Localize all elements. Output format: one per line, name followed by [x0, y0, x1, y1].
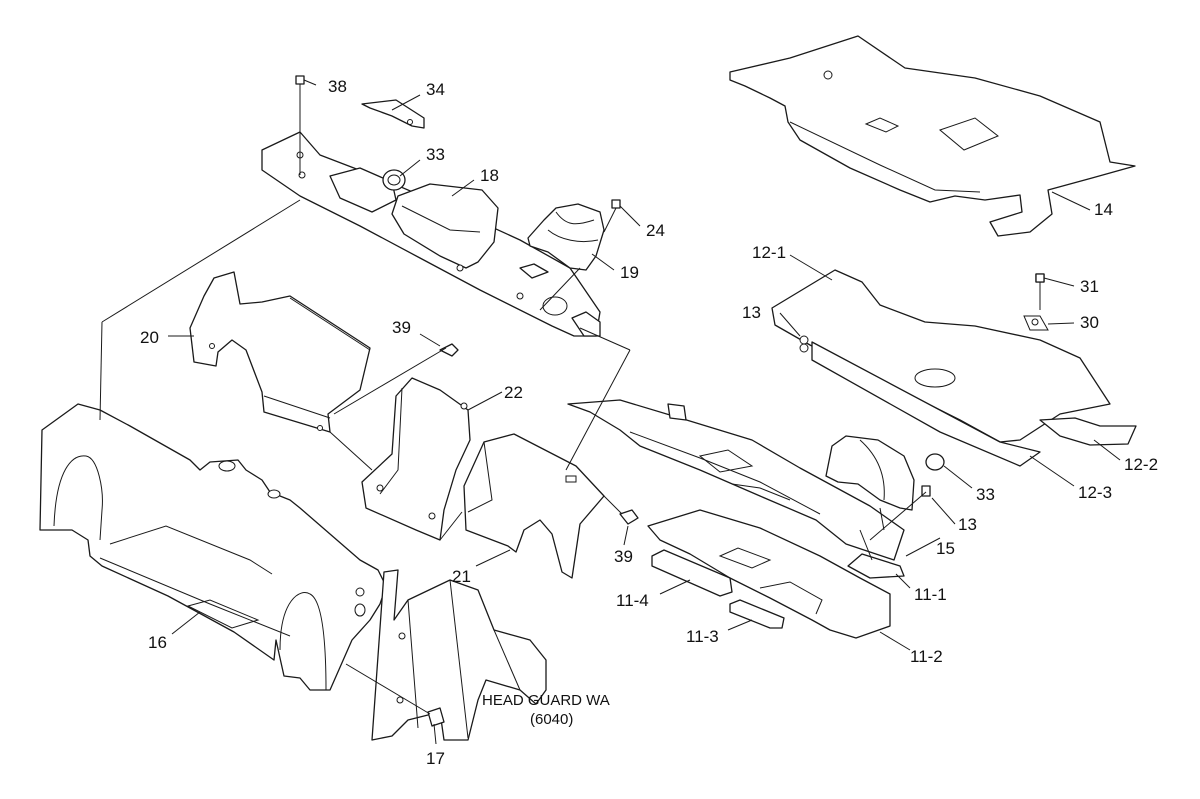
callout-18: 18 — [480, 166, 499, 185]
mat-hole — [823, 70, 833, 80]
part-15-cover[interactable] — [567, 399, 905, 561]
callout-14: 14 — [1094, 200, 1113, 219]
bolt-39-lower[interactable] — [619, 509, 639, 525]
reference-note-line2: (6040) — [530, 711, 573, 728]
seat-base-hole — [914, 368, 956, 388]
callout-12-2: 12-2 — [1124, 455, 1158, 474]
callout-16: 16 — [148, 633, 167, 652]
part-20-side-panel[interactable] — [189, 271, 371, 433]
callout-11-2: 11-2 — [910, 647, 943, 666]
callout-11-1: 11-1 — [914, 585, 947, 604]
callout-39-lower: 39 — [614, 547, 633, 566]
callout-34: 34 — [426, 80, 445, 99]
callout-20: 20 — [140, 328, 159, 347]
ring-33-lower[interactable] — [925, 453, 945, 471]
part-14-floor-mat[interactable] — [729, 35, 1136, 237]
callout-39-upper: 39 — [392, 318, 411, 337]
part-11-1-cup[interactable] — [825, 435, 915, 579]
part-11-4-strip[interactable] — [651, 549, 733, 597]
part-16-main-panel[interactable] — [39, 403, 387, 691]
callout-24: 24 — [646, 221, 665, 240]
part-11-2-plate[interactable] — [647, 509, 891, 639]
callout-15: 15 — [936, 539, 955, 558]
callout-30: 30 — [1080, 313, 1099, 332]
callout-21: 21 — [452, 567, 471, 586]
callout-13-upper: 13 — [742, 303, 761, 322]
callout-22: 22 — [504, 383, 523, 402]
callout-19: 19 — [620, 263, 639, 282]
bolt-39-upper[interactable] — [439, 343, 459, 357]
part-22-center-panel[interactable] — [361, 377, 471, 541]
bolt-24[interactable] — [603, 199, 621, 233]
reference-note-line1: HEAD GUARD WA — [482, 692, 610, 709]
bolt-13-lower[interactable] — [921, 485, 931, 497]
part-19-cover[interactable] — [527, 203, 605, 271]
callout-12-3: 12-3 — [1078, 483, 1112, 502]
callout-38: 38 — [328, 77, 347, 96]
callout-13-lower: 13 — [958, 515, 977, 534]
callout-12-1: 12-1 — [752, 243, 786, 262]
callout-11-4: 11-4 — [616, 591, 649, 610]
bolt-31[interactable] — [1035, 273, 1045, 283]
callout-17: 17 — [426, 749, 445, 768]
callout-33: 33 — [426, 145, 445, 164]
callout-33-lower: 33 — [976, 485, 995, 504]
head-guard-reference-note: HEAD GUARD WA (6040) — [482, 692, 610, 728]
callout-31: 31 — [1080, 277, 1099, 296]
bolt-17[interactable] — [427, 707, 445, 727]
part-11-3-strip[interactable] — [729, 599, 785, 629]
assembly-leader-lines — [99, 199, 927, 715]
head-guard-frame[interactable] — [371, 569, 547, 741]
part-34-bracket[interactable] — [361, 99, 425, 129]
ring-33-upper[interactable] — [382, 169, 406, 191]
callout-11-3: 11-3 — [686, 627, 719, 646]
part-12-seat-base[interactable] — [771, 269, 1137, 467]
part-21-side-cover[interactable] — [463, 433, 605, 579]
callout-labels: 38 34 33 18 24 19 14 12-1 31 13 30 20 39… — [140, 77, 1158, 768]
callout-leaders — [168, 79, 1121, 745]
